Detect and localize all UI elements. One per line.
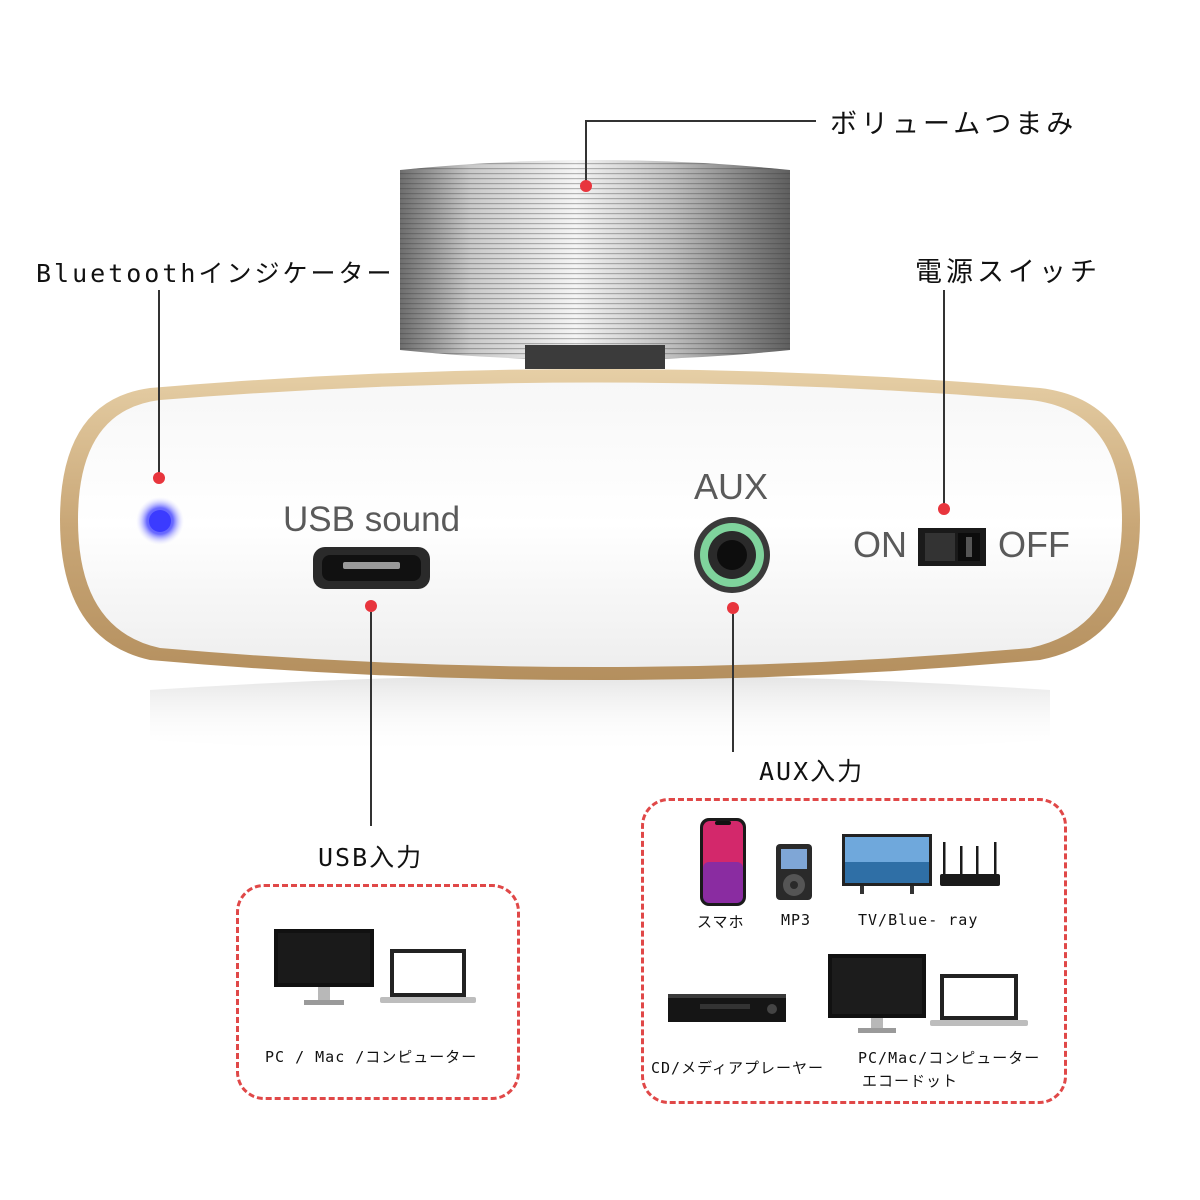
volume-leader-h bbox=[586, 120, 816, 122]
bluetooth-leader bbox=[158, 290, 160, 476]
volume-knob-label: ボリュームつまみ bbox=[830, 109, 1078, 140]
usb-input-label: USB入力 bbox=[318, 843, 424, 872]
aux-jack[interactable] bbox=[694, 517, 770, 593]
volume-leader-v bbox=[585, 120, 587, 186]
aux-label: AUX bbox=[694, 466, 769, 507]
router-icon bbox=[940, 842, 1000, 886]
usb-devices-caption: PC / Mac /コンピューター bbox=[265, 1048, 478, 1066]
mp3-player-icon bbox=[776, 844, 812, 900]
tv-icon bbox=[842, 834, 932, 894]
bluetooth-indicator-label: Bluetoothインジケーター bbox=[36, 259, 395, 288]
power-leader bbox=[943, 290, 945, 512]
cd-player-icon bbox=[668, 994, 786, 1022]
smartphone-icon bbox=[700, 818, 746, 906]
volume-knob[interactable] bbox=[400, 160, 790, 369]
mp3-caption: MP3 bbox=[781, 911, 812, 929]
cd-player-caption: CD/メディアプレーヤー bbox=[651, 1059, 825, 1077]
aux-marker-dot bbox=[727, 602, 739, 614]
laptop-icon bbox=[930, 974, 1028, 1026]
switch-off-label: OFF bbox=[998, 524, 1070, 565]
usb-devices-box bbox=[236, 884, 520, 1100]
usb-sound-label: USB sound bbox=[283, 500, 461, 539]
monitor-icon bbox=[828, 954, 926, 1033]
pc-caption-line2: エコードット bbox=[862, 1072, 959, 1090]
pc-caption-line1: PC/Mac/コンピューター bbox=[858, 1049, 1041, 1067]
volume-marker-dot bbox=[580, 180, 592, 192]
tv-caption: TV/Blue- ray bbox=[858, 911, 979, 929]
switch-on-label: ON bbox=[853, 524, 907, 565]
power-switch-label: 電源スイッチ bbox=[915, 257, 1101, 288]
smartphone-caption: スマホ bbox=[697, 913, 745, 931]
usb-device-icons bbox=[274, 929, 476, 1005]
usb-leader bbox=[370, 612, 372, 826]
aux-leader bbox=[732, 614, 734, 752]
power-marker-dot bbox=[938, 503, 950, 515]
aux-input-label: AUX入力 bbox=[759, 757, 865, 786]
bluetooth-marker-dot bbox=[153, 472, 165, 484]
aux-devices-box bbox=[641, 798, 1067, 1104]
power-switch[interactable] bbox=[918, 528, 986, 566]
bluetooth-led bbox=[136, 497, 184, 545]
usb-port[interactable] bbox=[313, 547, 430, 589]
usb-marker-dot bbox=[365, 600, 377, 612]
monitor-icon bbox=[274, 929, 374, 1005]
device-illustration bbox=[60, 160, 1140, 755]
aux-device-icons bbox=[668, 818, 1028, 1033]
laptop-icon bbox=[380, 949, 476, 1003]
